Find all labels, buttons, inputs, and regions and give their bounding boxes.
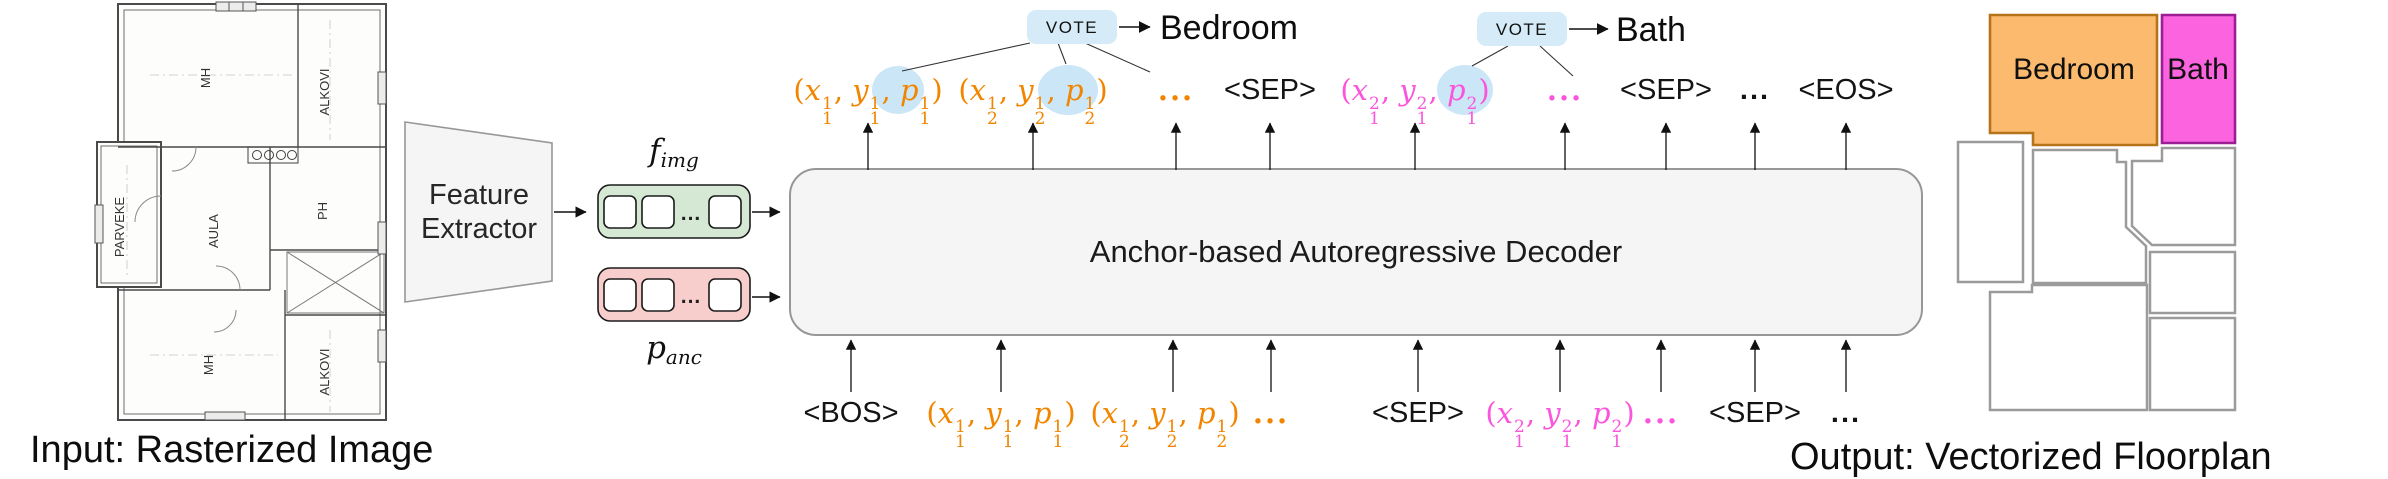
room-shape	[1988, 283, 2149, 412]
embedding-cell	[603, 195, 637, 229]
eos-token: <EOS>	[1798, 74, 1894, 106]
vote-result-bath: Bath	[1616, 11, 1686, 49]
scan-outer-wall	[117, 3, 387, 421]
sep-token: <SEP>	[1372, 397, 1464, 429]
output-caption: Output: Vectorized Floorplan	[1790, 436, 2272, 478]
vote-highlight-ellipses	[872, 65, 1493, 115]
bath-room-shape	[2160, 13, 2237, 145]
input-token-ellipsis: ...	[1642, 396, 1680, 430]
decoder-label: Anchor-based Autoregressive Decoder	[1089, 234, 1623, 269]
vote-label: VOTE	[1045, 18, 1099, 37]
anchor-embedding-label: panc	[646, 330, 702, 369]
embedding-cell	[708, 195, 742, 229]
input-token-ellipsis: ...	[1252, 396, 1290, 430]
output-floorplan	[1956, 13, 2237, 412]
image-embedding-label: fimg	[649, 133, 699, 172]
decoder-box	[789, 168, 1923, 336]
output-room-label-bedroom: Bedroom	[2013, 53, 2135, 86]
embedding-cell	[603, 278, 637, 312]
room-label-mh-top: MH	[198, 68, 213, 88]
room-shape	[2148, 250, 2237, 315]
vote-group-bedroom	[901, 10, 1151, 73]
room-shape	[2130, 146, 2237, 247]
image-embedding-box: ...	[597, 184, 751, 239]
vote-label: VOTE	[1495, 20, 1549, 39]
vote-box	[1027, 10, 1117, 44]
balcony-wall	[96, 141, 162, 288]
sep-token: <SEP>	[1620, 74, 1712, 106]
room-shape	[2031, 148, 2148, 285]
feature-extractor-label: Feature Extractor	[420, 179, 538, 245]
room-label-alkovi-bottom: ALKOVI	[317, 349, 332, 396]
input-token-arrows	[845, 339, 1852, 392]
output-token-ellipsis: ...	[1157, 73, 1195, 107]
embedding-ellipsis: ...	[681, 285, 702, 308]
bedroom-room-shape	[1988, 13, 2159, 147]
room-label-mh-bottom: MH	[201, 355, 216, 375]
vote-lines	[1471, 45, 1574, 77]
room-label-ph: PH	[315, 202, 330, 220]
token-ellipsis: ...	[1739, 74, 1771, 106]
stairs-icon	[286, 251, 385, 314]
output-token-ellipsis: ...	[1546, 73, 1584, 107]
embedding-ellipsis: ...	[681, 202, 702, 225]
vote-lines	[901, 42, 1151, 73]
embedding-cell	[708, 278, 742, 312]
input-caption: Input: Rasterized Image	[30, 429, 434, 471]
vote-group-bath	[1471, 12, 1609, 77]
vote-result-bedroom: Bedroom	[1160, 9, 1298, 47]
output-token-arrows	[862, 122, 1852, 170]
room-label-parveke: PARVEKE	[112, 197, 127, 258]
input-floorplan-sketch: MH ALKOVI PARVEKE AULA PH MH ALKOVI	[94, 1, 387, 421]
room-shape	[1956, 140, 2025, 284]
bos-token: <BOS>	[803, 397, 899, 429]
embedding-cell	[641, 195, 675, 229]
room-label-aula: AULA	[206, 214, 221, 248]
anchor-embedding-box: ...	[597, 267, 751, 322]
axis-guides	[126, 20, 331, 412]
feature-extractor-shape	[404, 121, 553, 303]
door-arc-icon	[134, 146, 241, 333]
room-label-alkovi-top: ALKOVI	[317, 69, 332, 116]
window-marks	[94, 1, 387, 421]
sep-token: <SEP>	[1224, 74, 1316, 106]
output-room-label-bath: Bath	[2167, 53, 2229, 86]
token-ellipsis: ...	[1830, 397, 1862, 429]
vote-box	[1477, 12, 1567, 46]
sep-token: <SEP>	[1709, 397, 1801, 429]
kitchen-fixtures-icon	[247, 146, 299, 164]
embedding-cell	[641, 278, 675, 312]
room-shape	[2148, 316, 2237, 412]
